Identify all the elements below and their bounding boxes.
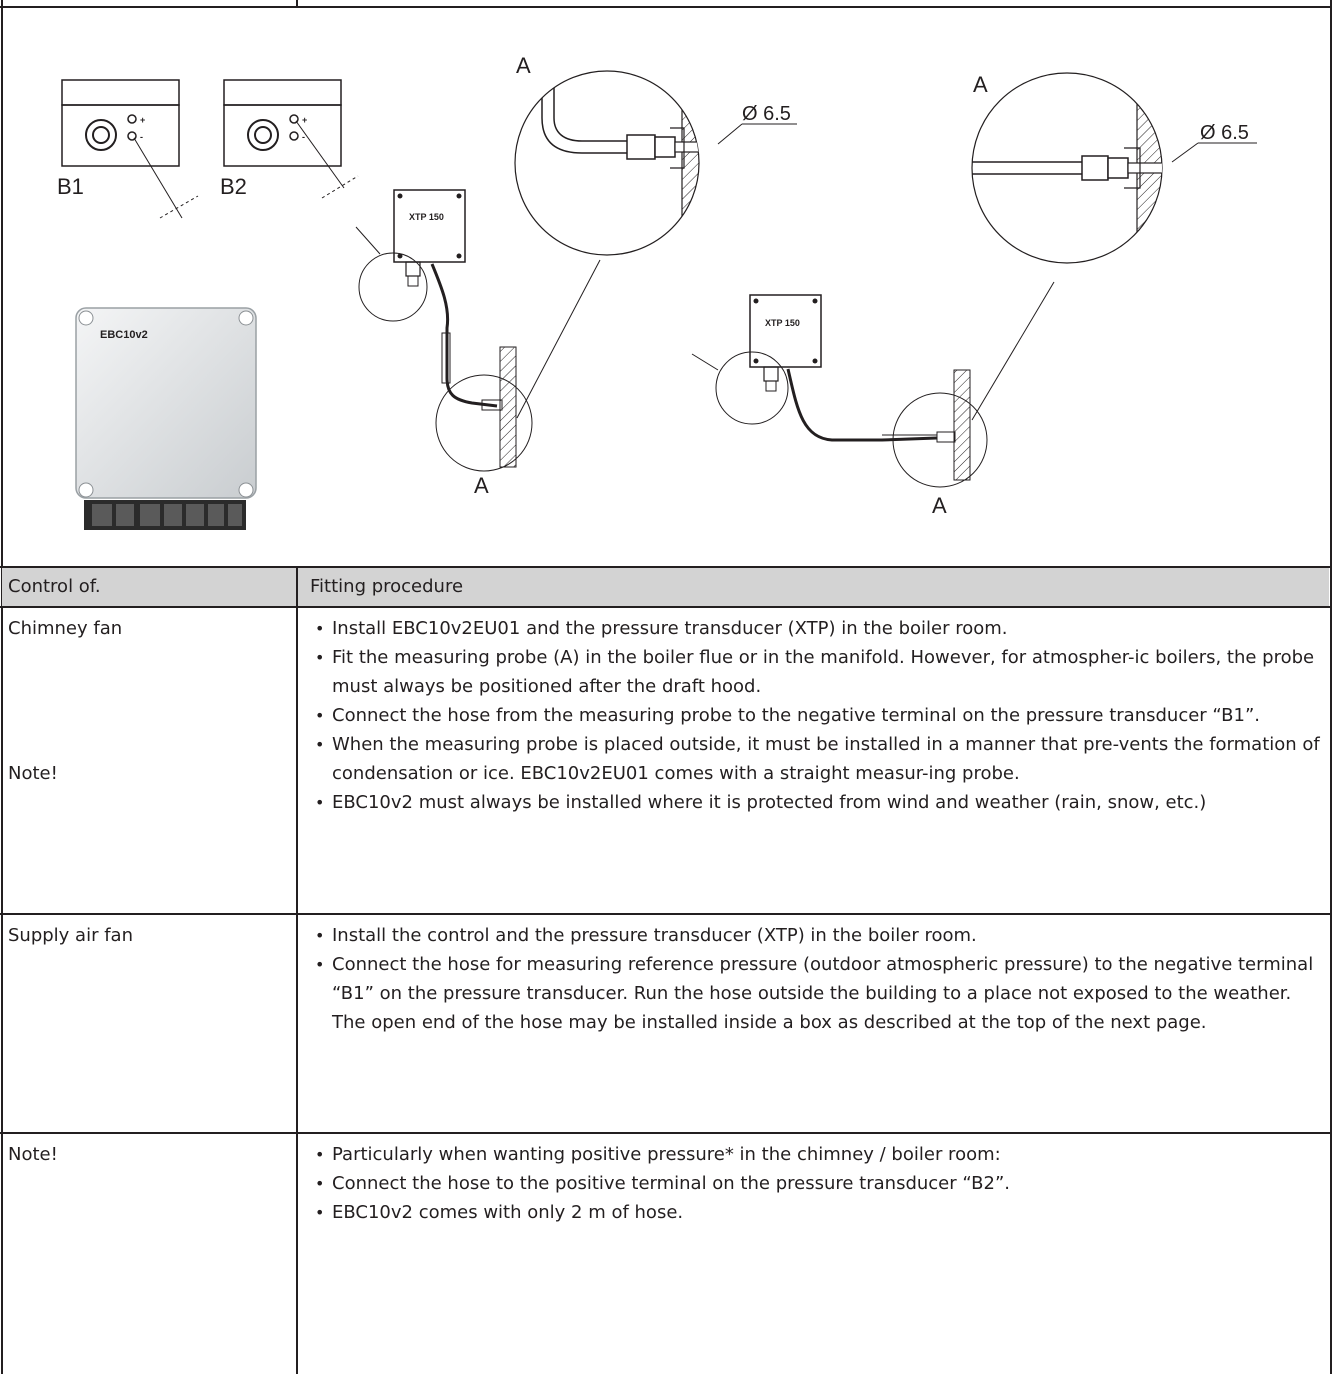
controller-label: EBC10v2 xyxy=(100,329,148,341)
label-a-left-bottom: A xyxy=(474,473,489,498)
installation-diagram: + - B1 + - B2 EBC10v2 xyxy=(57,53,1257,530)
list-item: Fit the measuring probe (A) in the boile… xyxy=(310,643,1320,701)
list-item: Connect the hose for measuring reference… xyxy=(310,950,1320,1037)
label-b2: B2 xyxy=(220,174,247,199)
chimney-fan-steps: Install EBC10v2EU01 and the pressure tra… xyxy=(310,614,1320,817)
column-divider xyxy=(296,566,298,1374)
header-control-of: Control of. xyxy=(8,576,101,597)
list-item: EBC10v2 must always be installed where i… xyxy=(310,788,1320,817)
probe-detail-right: Ø 6.5 A xyxy=(971,72,1257,264)
svg-text:-: - xyxy=(140,132,143,142)
table-header-row xyxy=(2,568,1329,606)
top-col-divider xyxy=(296,0,298,6)
list-item: Install the control and the pressure tra… xyxy=(310,921,1320,950)
row-1-bottom-rule xyxy=(0,913,1332,915)
row-chimney-fan-label: Chimney fan xyxy=(8,618,123,639)
row-supply-air-fan-label: Supply air fan xyxy=(8,925,133,946)
list-item: EBC10v2 comes with only 2 m of hose. xyxy=(310,1198,1320,1227)
top-rule xyxy=(0,6,1332,8)
row-2-bottom-rule xyxy=(0,1132,1332,1134)
row-supply-air-fan-procedure: Install the control and the pressure tra… xyxy=(310,921,1320,1037)
terminal-b1-detail: + - B1 xyxy=(57,79,199,219)
label-a-right-top: A xyxy=(973,72,988,97)
xtp-label-left: XTP 150 xyxy=(409,212,444,222)
xtp-label-right: XTP 150 xyxy=(765,318,800,328)
svg-text:+: + xyxy=(302,115,307,125)
list-item: Connect the hose from the measuring prob… xyxy=(310,701,1320,730)
terminal-b2-detail: + - B2 xyxy=(220,79,359,199)
row-chimney-fan-note: Note! xyxy=(8,763,58,784)
label-a-right-bottom: A xyxy=(932,493,947,518)
list-item: Particularly when wanting positive press… xyxy=(310,1140,1320,1169)
header-bottom-rule xyxy=(0,606,1332,608)
svg-text:-: - xyxy=(302,132,305,142)
figure-bottom-rule xyxy=(0,566,1332,568)
ebc10v2-controller-image: EBC10v2 xyxy=(75,307,257,530)
label-a-left-top: A xyxy=(516,53,531,78)
xtp-transducer-right: XTP 150 A xyxy=(691,281,1055,518)
row-note-procedure: Particularly when wanting positive press… xyxy=(310,1140,1320,1227)
diameter-label-left: Ø 6.5 xyxy=(742,103,791,125)
label-b1: B1 xyxy=(57,174,84,199)
probe-detail-left: Ø 6.5 A xyxy=(514,53,797,256)
list-item: When the measuring probe is placed outsi… xyxy=(310,730,1320,788)
row-note-label: Note! xyxy=(8,1144,58,1165)
svg-text:+: + xyxy=(140,115,145,125)
supply-air-fan-steps: Install the control and the pressure tra… xyxy=(310,921,1320,1037)
list-item: Connect the hose to the positive termina… xyxy=(310,1169,1320,1198)
list-item: Install EBC10v2EU01 and the pressure tra… xyxy=(310,614,1320,643)
header-fitting-procedure: Fitting procedure xyxy=(310,576,464,597)
xtp-transducer-left: XTP 150 A xyxy=(355,189,601,498)
installation-figure: + - B1 + - B2 EBC10v2 xyxy=(2,8,1329,566)
diameter-label-right: Ø 6.5 xyxy=(1200,122,1249,144)
note-steps: Particularly when wanting positive press… xyxy=(310,1140,1320,1227)
row-chimney-fan-procedure: Install EBC10v2EU01 and the pressure tra… xyxy=(310,614,1320,817)
